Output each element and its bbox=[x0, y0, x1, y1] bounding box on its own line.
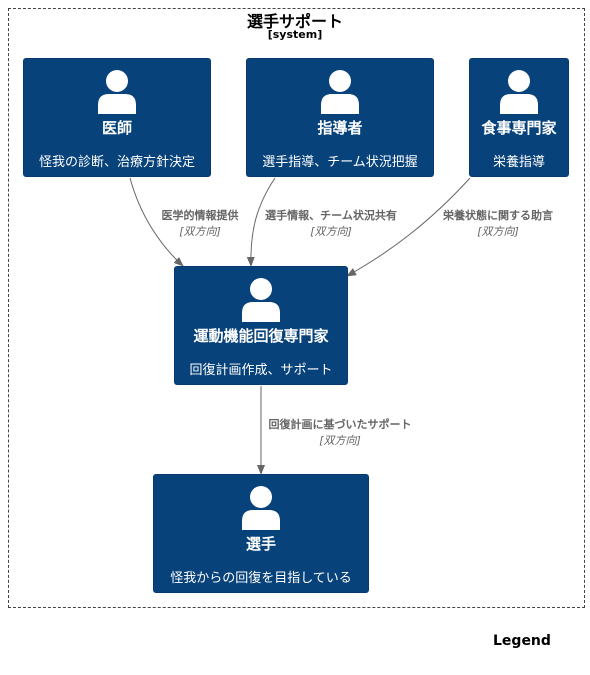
relation-technology: [双方向] bbox=[310, 225, 352, 238]
relation-label-coach-rehab: 選手情報、チーム状況共有 [双方向] bbox=[255, 207, 407, 239]
person-description: 怪我の診断、治療方針決定 bbox=[38, 155, 195, 170]
relation-label: 医学的情報提供 bbox=[161, 209, 239, 222]
relation-technology: [双方向] bbox=[477, 225, 519, 238]
relation-label-nutritionist-rehab: 栄養状態に関する助言 [双方向] bbox=[432, 207, 564, 239]
person-description: 選手指導、チーム状況把握 bbox=[262, 155, 418, 170]
boundary-title: 選手サポート bbox=[246, 12, 343, 31]
person-name: 食事専門家 bbox=[481, 119, 557, 137]
person-name: 選手 bbox=[245, 535, 276, 553]
person-description: 栄養指導 bbox=[492, 155, 545, 170]
person-name: 指導者 bbox=[317, 119, 363, 137]
person-icon bbox=[321, 70, 359, 114]
person-icon bbox=[98, 70, 136, 114]
person-icon bbox=[242, 278, 280, 322]
system-boundary bbox=[8, 8, 585, 608]
legend-title: Legend bbox=[493, 633, 551, 649]
person-athlete: 選手 怪我からの回復を目指している bbox=[153, 474, 369, 593]
person-name: 運動機能回復専門家 bbox=[193, 327, 329, 345]
person-icon bbox=[242, 486, 280, 530]
relation-technology: [双方向] bbox=[319, 434, 361, 447]
arrow-doctor-rehab bbox=[129, 177, 184, 267]
relation-label: 栄養状態に関する助言 bbox=[443, 209, 553, 222]
person-name: 医師 bbox=[101, 119, 132, 137]
boundary-type: [system] bbox=[267, 28, 323, 41]
person-rehab-specialist: 運動機能回復専門家 回復計画作成、サポート bbox=[174, 266, 348, 385]
relation-label: 回復計画に基づいたサポート bbox=[268, 418, 412, 431]
relation-technology: [双方向] bbox=[179, 225, 221, 238]
arrow-coach-rehab bbox=[246, 177, 276, 267]
arrow-nutritionist-rehab bbox=[346, 177, 471, 277]
person-icon bbox=[500, 70, 538, 114]
person-description: 怪我からの回復を目指している bbox=[170, 571, 352, 586]
person-description: 回復計画作成、サポート bbox=[189, 363, 333, 378]
relation-label: 選手情報、チーム状況共有 bbox=[265, 209, 397, 222]
relation-label-doctor-rehab: 医学的情報提供 [双方向] bbox=[150, 207, 250, 239]
person-nutritionist: 食事専門家 栄養指導 bbox=[469, 58, 569, 177]
person-doctor: 医師 怪我の診断、治療方針決定 bbox=[23, 58, 211, 177]
relation-label-rehab-athlete: 回復計画に基づいたサポート [双方向] bbox=[258, 416, 422, 448]
person-coach: 指導者 選手指導、チーム状況把握 bbox=[246, 58, 434, 177]
